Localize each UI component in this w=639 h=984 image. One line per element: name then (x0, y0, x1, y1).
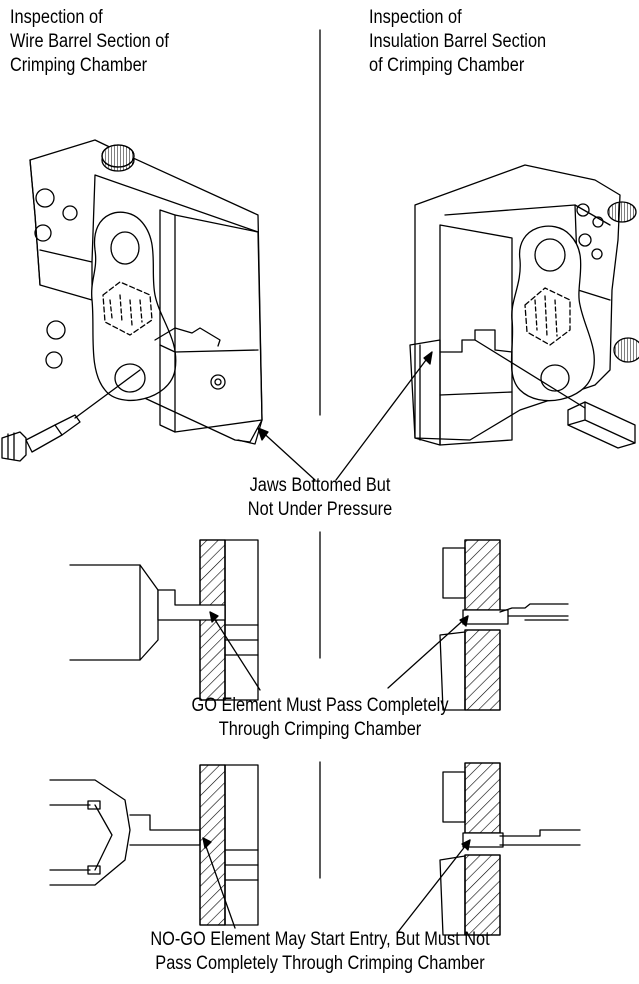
go-left-section (70, 540, 258, 700)
left-heading-line-3: Crimping Chamber (10, 55, 148, 76)
left-heading-line-2: Wire Barrel Section of (10, 31, 169, 52)
jaws-caption: Jaws Bottomed But Not Under Pressure (191, 474, 449, 522)
right-gauge-pin (568, 402, 635, 448)
nogo-caption: NO-GO Element May Start Entry, But Must … (62, 928, 578, 976)
left-heading: Inspection of Wire Barrel Section of Cri… (10, 6, 169, 78)
jaws-caption-line-2: Not Under Pressure (247, 499, 393, 520)
go-right-section (440, 540, 568, 710)
left-heading-line-1: Inspection of (10, 7, 103, 28)
nogo-caption-line-1: NO-GO Element May Start Entry, But Must … (150, 929, 490, 950)
left-gauge-pin (2, 415, 80, 461)
go-caption: GO Element Must Pass Completely Through … (105, 694, 535, 742)
go-caption-line-1: GO Element Must Pass Completely (191, 695, 449, 716)
right-heading-line-2: Insulation Barrel Section (369, 31, 547, 52)
nogo-caption-line-2: Pass Completely Through Crimping Chamber (155, 953, 485, 974)
nogo-left-section (50, 765, 258, 925)
right-heading-line-1: Inspection of (369, 7, 462, 28)
go-caption-line-2: Through Crimping Chamber (218, 719, 422, 740)
nogo-right-section (440, 763, 580, 935)
right-crimp-tool (410, 165, 639, 448)
jaws-caption-line-1: Jaws Bottomed But (249, 475, 391, 496)
right-heading-line-3: of Crimping Chamber (369, 55, 525, 76)
right-heading: Inspection of Insulation Barrel Section … (369, 6, 546, 78)
left-crimp-tool (2, 140, 262, 461)
